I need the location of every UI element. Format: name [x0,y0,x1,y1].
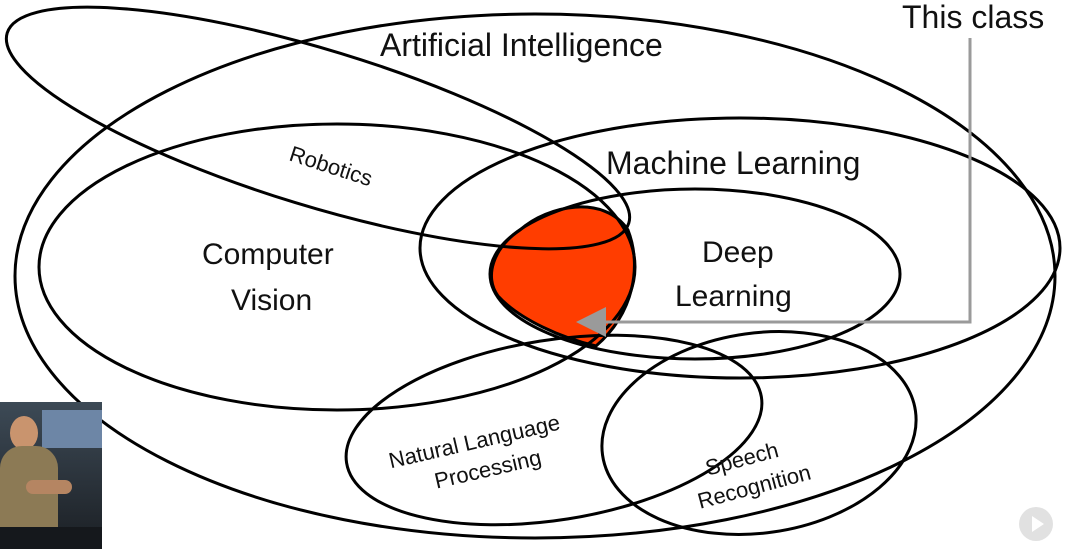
computer-vision-ellipse [37,122,637,412]
play-icon [1032,516,1044,532]
presenter-desk [0,527,102,549]
presenter-arm [26,480,72,494]
play-button[interactable] [1019,507,1053,541]
this-class-label: This class [902,0,1044,35]
presenter-head [10,416,38,450]
ml-label: Machine Learning [606,145,860,181]
this-class-arrow [576,38,972,337]
presenter-video-thumbnail [0,402,102,549]
deep-learning-label-line1: Deep [702,236,774,269]
robotics-ellipse [4,5,632,251]
nlp-ellipse [344,333,764,527]
artificial-intelligence-ellipse [13,12,1057,540]
robotics-label: Robotics [286,141,375,191]
this-class-highlight-region [489,205,636,348]
computer-vision-label-line1: Computer [202,238,334,271]
speech-recognition-ellipse [600,330,918,536]
presenter-background-screen [42,410,102,448]
machine-learning-ellipse [418,116,1062,380]
deep-learning-label-line2: Learning [675,280,792,313]
ai-label: Artificial Intelligence [380,27,663,63]
computer-vision-label-line2: Vision [231,284,312,317]
deep-learning-ellipse [488,187,902,361]
